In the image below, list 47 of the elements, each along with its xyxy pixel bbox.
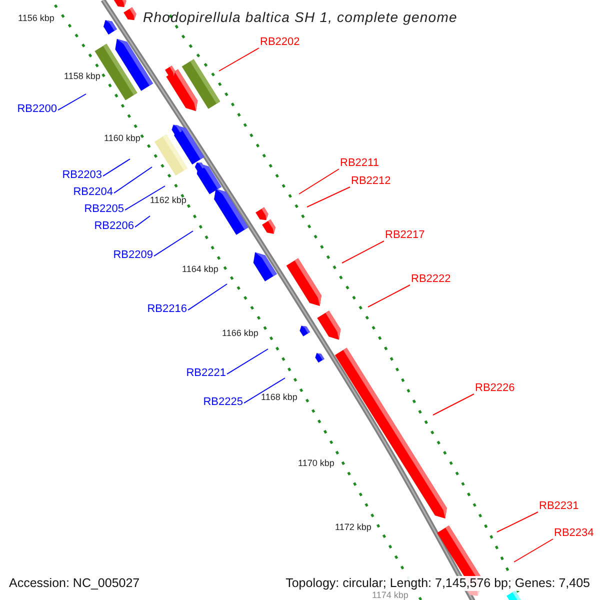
gene-label: RB2212 bbox=[351, 176, 391, 187]
footer-text: Accession: NC_005027 bbox=[9, 576, 140, 590]
gene-label: RB2225 bbox=[203, 397, 243, 408]
leader-line bbox=[226, 348, 268, 375]
gene-label: RB2211 bbox=[340, 158, 379, 169]
gene-label: RB2217 bbox=[385, 230, 425, 241]
scale-label: 1168 kbp bbox=[261, 393, 298, 402]
gene-label: RB2200 bbox=[17, 104, 57, 115]
leader-line bbox=[368, 284, 410, 308]
leader-line bbox=[154, 230, 194, 257]
gene-label: RB2203 bbox=[62, 170, 102, 181]
leader-line bbox=[244, 378, 286, 404]
gene-label: RB2234 bbox=[554, 528, 594, 539]
leader-line bbox=[514, 538, 554, 562]
scale-label: 1158 kbp bbox=[64, 72, 100, 81]
leader-line bbox=[58, 94, 86, 111]
gene-label: RB2221 bbox=[186, 368, 226, 379]
leader-line bbox=[114, 166, 152, 194]
scale-label: 1170 kbp bbox=[298, 459, 334, 468]
leader-line bbox=[496, 512, 538, 532]
scale-label: 1164 kbp bbox=[182, 265, 218, 274]
gene-label: RB2216 bbox=[147, 304, 187, 315]
gene-label: RB2231 bbox=[539, 501, 579, 512]
leader-line bbox=[188, 284, 228, 311]
scale-label: 1156 kbp bbox=[18, 14, 54, 23]
gene-label: RB2226 bbox=[475, 383, 515, 394]
gene-label: RB2205 bbox=[84, 204, 124, 215]
footer-text: Topology: circular; Length: 7,145,576 bp; Genes: 7,405 bbox=[286, 576, 590, 590]
gene-label: RB2204 bbox=[73, 187, 113, 198]
scale-label: 1172 kbp bbox=[335, 523, 372, 532]
scale-label: 1166 kbp bbox=[222, 329, 258, 338]
gene-label: RB2206 bbox=[94, 221, 134, 232]
scale-label: 1160 kbp bbox=[104, 134, 140, 143]
gene-label: RB2222 bbox=[411, 274, 451, 285]
leader-line bbox=[134, 216, 150, 228]
leader-line bbox=[306, 186, 350, 208]
leader-line bbox=[124, 186, 166, 211]
leader-line bbox=[218, 48, 260, 72]
title: Rhodopirellula baltica SH 1, complete genome bbox=[143, 10, 458, 24]
leader-line bbox=[298, 168, 340, 194]
gene-label: RB2202 bbox=[260, 37, 300, 48]
leader-line bbox=[342, 240, 384, 264]
leader-line bbox=[432, 394, 474, 416]
leader-line bbox=[102, 158, 130, 177]
scale-label: 1174 kbp bbox=[372, 591, 408, 600]
gene-label: RB2209 bbox=[113, 250, 153, 261]
scale-label: 1162 kbp bbox=[150, 196, 186, 205]
